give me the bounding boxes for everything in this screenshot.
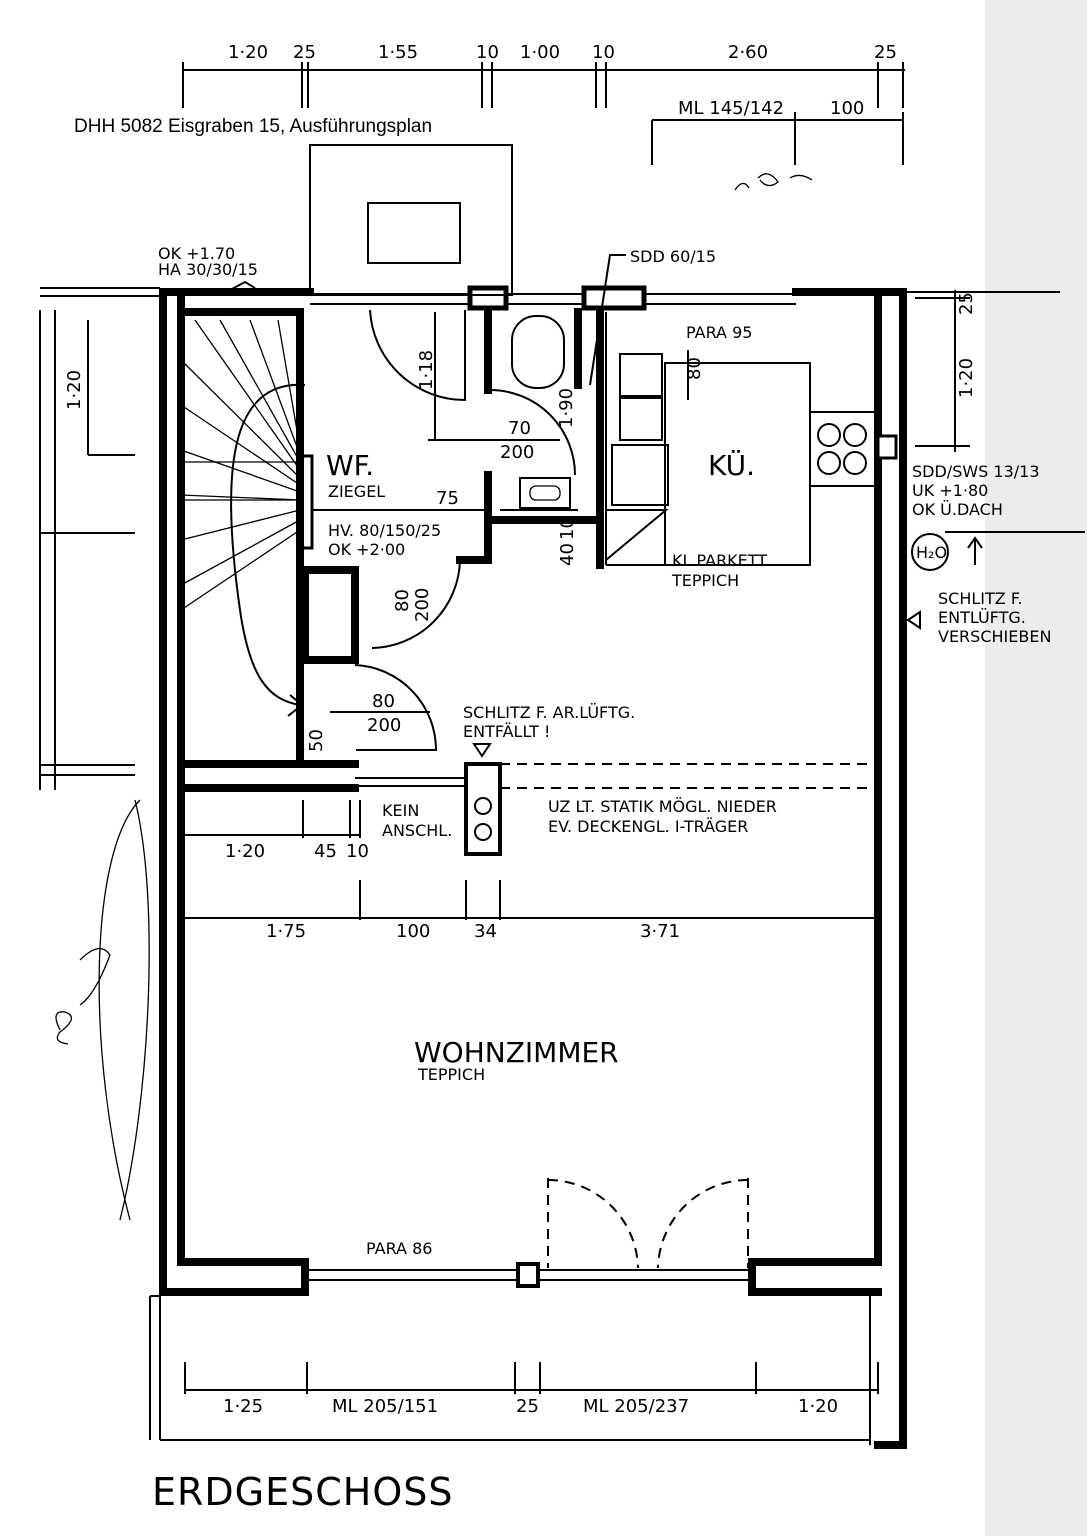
note-sws: SDD/SWS 13/13 xyxy=(912,462,1040,481)
dim-right-120: 1·20 xyxy=(956,358,977,398)
wf-hv: HV. 80/150/25 xyxy=(328,521,441,540)
floor-kitchen-2: TEPPICH xyxy=(671,571,739,590)
door1-width: 80 xyxy=(392,589,413,612)
door1-height: 200 xyxy=(412,588,433,622)
note-ok-170: OK +1.70 xyxy=(158,244,235,263)
hatch-marker xyxy=(229,280,256,291)
wf-material: ZIEGEL xyxy=(328,482,385,501)
facade-top xyxy=(159,285,1060,311)
note-kein: KEIN xyxy=(382,801,419,820)
dim-bottom-120: 1·20 xyxy=(798,1396,838,1417)
dim-175: 1·75 xyxy=(266,921,306,942)
water-connection-icon xyxy=(911,533,949,571)
entrance-canopy xyxy=(309,144,513,296)
plan-title: ERDGESCHOSS xyxy=(152,1470,454,1514)
neighbour-house-left: 1·20 xyxy=(39,287,160,790)
door-swing-entry xyxy=(369,309,466,402)
dim-10: 10 xyxy=(557,517,578,540)
door2-sill: 50 xyxy=(306,729,327,752)
room-label-wf: WF. xyxy=(326,449,374,482)
dim-371: 3·71 xyxy=(640,921,680,942)
scan-edge xyxy=(985,0,1087,1536)
note-schlitz: SCHLITZ F. xyxy=(938,589,1023,608)
note-schlitz-ar: SCHLITZ F. AR.LÜFTG. xyxy=(463,703,635,722)
note-deckengl: EV. DECKENGL. I-TRÄGER xyxy=(548,817,748,836)
room-label-living: WOHNZIMMER xyxy=(414,1036,619,1069)
handwritten-note xyxy=(734,173,813,191)
arrow-up-icon xyxy=(967,536,983,565)
dim-bottom-ml1: ML 205/151 xyxy=(332,1396,438,1417)
door-swing-wc xyxy=(489,389,576,476)
dim-118: 1·18 xyxy=(416,350,437,390)
note-verschieben: VERSCHIEBEN xyxy=(938,627,1051,646)
facade-bottom xyxy=(159,1178,882,1296)
terrace xyxy=(149,1295,871,1445)
dim-top-1: 1·20 xyxy=(228,42,268,63)
door2-width: 80 xyxy=(372,691,395,712)
dim-top-7: 2·60 xyxy=(728,42,768,63)
dim-top-8: 25 xyxy=(874,42,897,63)
dim-bottom-25: 25 xyxy=(516,1396,539,1417)
note-uz: UZ LT. STATIK MÖGL. NIEDER xyxy=(548,797,777,816)
room-label-kitchen: KÜ. xyxy=(708,448,755,482)
dim-mid-10: 10 xyxy=(346,841,369,862)
dim-34: 34 xyxy=(474,921,497,942)
note-entluftg: ENTLÜFTG. xyxy=(938,608,1026,627)
wf-ok: OK +2·00 xyxy=(328,540,405,559)
para-95: PARA 95 xyxy=(686,323,752,342)
note-ha: HA 30/30/15 xyxy=(158,260,258,279)
dim-190: 1·90 xyxy=(556,388,577,428)
dim-40: 40 xyxy=(557,543,578,566)
dim-mid-100: 100 xyxy=(396,921,430,942)
dim-wc-200: 200 xyxy=(500,442,534,463)
mid-dimension-chain: 1·20 45 10 1·75 100 34 3·71 xyxy=(181,800,878,942)
note-anschl: ANSCHL. xyxy=(382,821,452,840)
dim-mid-45: 45 xyxy=(314,841,337,862)
floor-living: TEPPICH xyxy=(417,1065,485,1084)
corridor-walls xyxy=(296,308,604,768)
dim-left-120: 1·20 xyxy=(64,370,85,410)
triangle-marker-icon xyxy=(472,743,492,758)
dim-right-25: 25 xyxy=(956,292,977,315)
para-86: PARA 86 xyxy=(366,1239,432,1258)
note-entfallt: ENTFÄLLT ! xyxy=(463,722,550,741)
dim-mid-120: 1·20 xyxy=(225,841,265,862)
staircase xyxy=(177,308,314,768)
top-dimension-chain: 1·20 25 1·55 10 1·00 10 2·60 25 ML 145/1… xyxy=(182,42,905,165)
note-ok-dach: OK Ü.DACH xyxy=(912,500,1003,519)
dim-top-6: 10 xyxy=(592,42,615,63)
floor-kitchen: KL.PARKETT xyxy=(672,551,767,570)
dim-wc-70: 70 xyxy=(508,418,531,439)
dim-top-2: 25 xyxy=(293,42,316,63)
bottom-dimension-chain: 1·25 ML 205/151 25 ML 205/237 1·20 xyxy=(184,1362,879,1417)
dim-bottom-125: 1·25 xyxy=(223,1396,263,1417)
handwritten-mark xyxy=(98,799,150,1221)
plan-header: DHH 5082 Eisgraben 15, Ausführungsplan xyxy=(74,116,432,137)
dim-top-4: 10 xyxy=(476,42,499,63)
door-swing-living xyxy=(354,664,438,751)
dim-bottom-ml2: ML 205/237 xyxy=(583,1396,689,1417)
note-sdd: SDD 60/15 xyxy=(630,247,716,266)
right-dimension: 25 1·20 xyxy=(915,290,977,452)
door-swing-corridor xyxy=(371,559,461,649)
door2-height: 200 xyxy=(367,715,401,736)
h2o-label: H₂O xyxy=(916,543,947,562)
dim-top-5: 1·00 xyxy=(520,42,560,63)
dim-kitchen-80: 80 xyxy=(684,357,705,380)
dim-ml-top: ML 145/142 xyxy=(678,98,784,119)
wc-dimensions: 1·18 70 200 1·90 75 40 10 xyxy=(312,312,578,566)
arrow-left-icon xyxy=(906,610,921,630)
dim-75: 75 xyxy=(436,488,459,509)
dim-top-3: 1·55 xyxy=(378,42,418,63)
note-uk: UK +1·80 xyxy=(912,481,988,500)
kitchen: PARA 95 80 KÜ. KL.PARKETT TEPPICH xyxy=(605,312,898,590)
beam-line xyxy=(177,762,878,856)
dim-100-top: 100 xyxy=(830,98,864,119)
